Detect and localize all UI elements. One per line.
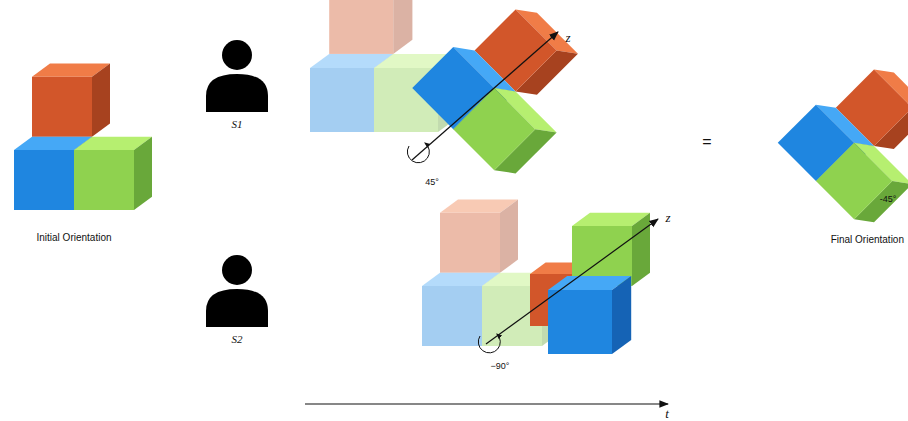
cube-front bbox=[310, 68, 374, 132]
cube-front bbox=[453, 88, 535, 170]
cube-front bbox=[74, 150, 134, 210]
cube-front bbox=[816, 143, 892, 219]
person-body bbox=[206, 289, 268, 327]
person-body bbox=[206, 74, 268, 112]
axis-label: z bbox=[665, 211, 670, 225]
cube-side bbox=[393, 0, 412, 54]
cube-side bbox=[632, 213, 650, 286]
cube-front bbox=[440, 213, 500, 273]
cube-front bbox=[548, 290, 612, 354]
cube bbox=[548, 276, 631, 354]
initial-cubes bbox=[14, 64, 152, 210]
person-icons bbox=[206, 40, 268, 327]
subject-label: S2 bbox=[232, 333, 243, 345]
angle-label: −90° bbox=[491, 362, 510, 372]
caption-label: Initial Orientation bbox=[36, 232, 111, 243]
cube-front bbox=[422, 286, 482, 346]
rotated-cubes bbox=[530, 213, 650, 354]
axes bbox=[305, 32, 668, 404]
cube-group bbox=[14, 0, 908, 354]
cube-side bbox=[612, 276, 631, 354]
final-cubes bbox=[778, 50, 908, 231]
cube-front bbox=[32, 77, 92, 137]
cube-side bbox=[92, 64, 110, 137]
cube-side bbox=[134, 137, 152, 210]
axis-label: t bbox=[665, 407, 669, 421]
cube bbox=[32, 64, 110, 137]
cube bbox=[74, 137, 152, 210]
time-axis bbox=[305, 403, 668, 404]
angle-label: 45° bbox=[425, 178, 439, 188]
cube-front bbox=[329, 0, 393, 54]
cube bbox=[816, 134, 908, 230]
caption-label: Final Orientation bbox=[831, 234, 904, 245]
cube bbox=[440, 200, 518, 273]
cube-side bbox=[500, 200, 518, 273]
subject-label: S1 bbox=[232, 118, 243, 130]
person-head bbox=[222, 255, 252, 285]
angle-label: -45° bbox=[880, 195, 897, 205]
cube-front bbox=[14, 150, 74, 210]
axis-label: z bbox=[565, 31, 570, 45]
rotated-cubes bbox=[412, 0, 606, 182]
cube bbox=[572, 213, 650, 286]
rotation-arrow bbox=[407, 143, 429, 163]
equals-sign: = bbox=[702, 133, 711, 151]
person-head bbox=[222, 40, 252, 70]
rotation-arrow bbox=[478, 334, 500, 353]
cube bbox=[329, 0, 412, 54]
z-axis bbox=[486, 219, 658, 344]
z-axis bbox=[412, 32, 558, 160]
cube bbox=[453, 79, 556, 182]
